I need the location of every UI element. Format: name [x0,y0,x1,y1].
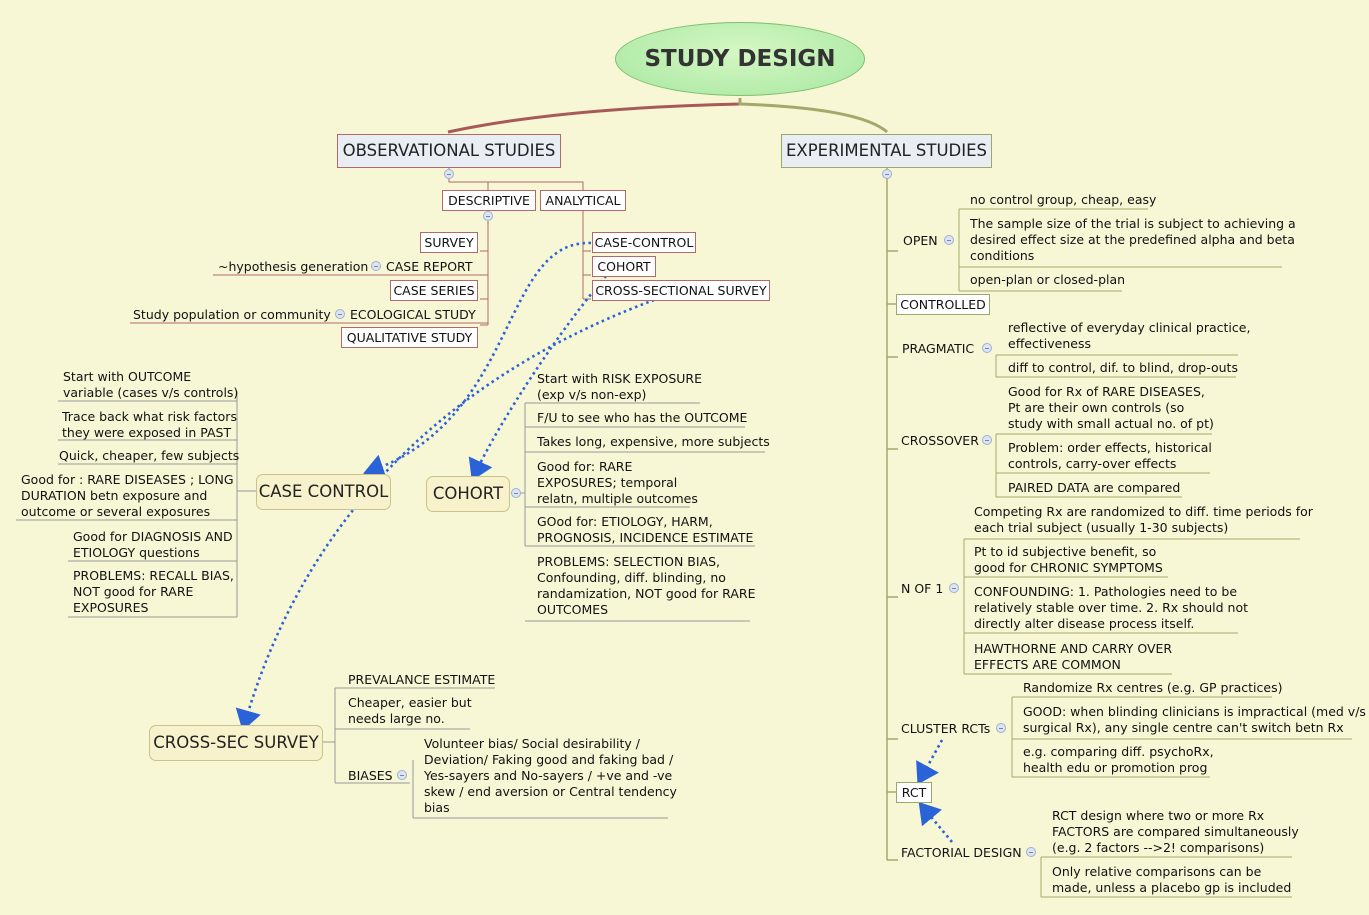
crossover-note: Problem: order effects, historical contr… [1008,440,1212,471]
experimental-studies-topic[interactable]: EXPERIMENTAL STUDIES [781,134,992,168]
collapse-icon[interactable] [882,169,892,179]
cluster-note: GOOD: when blinding clinicians is imprac… [1023,704,1366,735]
case-report-note: ~hypothesis generation [218,259,369,274]
cluster-note: e.g. comparing diff. psychoRx, health ed… [1023,744,1214,775]
survey-topic[interactable]: SURVEY [420,232,478,253]
collapse-icon[interactable] [483,211,493,221]
open-topic[interactable]: OPEN [903,233,938,248]
case-control-note: Start with OUTCOME variable (cases v/s c… [63,369,239,400]
collapse-icon[interactable] [949,583,959,593]
ecological-note: Study population or community [133,307,331,322]
descriptive-topic[interactable]: DESCRIPTIVE [442,190,536,211]
cohort-note: Start with RISK EXPOSURE (exp v/s non-ex… [537,371,702,402]
collapse-icon[interactable] [397,770,407,780]
cohort-note: F/U to see who has the OUTCOME [537,410,748,425]
n-of-1-note: HAWTHORNE AND CARRY OVER EFFECTS ARE COM… [974,641,1173,672]
cross-sec-survey-topic[interactable]: CROSS-SEC SURVEY [149,725,323,761]
factorial-design-topic[interactable]: FACTORIAL DESIGN [901,845,1022,860]
collapse-icon[interactable] [982,435,992,445]
cohort-note: Good for: RARE EXPOSURES; temporal relat… [537,459,698,506]
pragmatic-topic[interactable]: PRAGMATIC [902,341,975,356]
rct-topic[interactable]: RCT [896,782,932,803]
collapse-icon[interactable] [982,343,992,353]
case-control-note: Good for : RARE DISEASES ; LONG DURATION… [21,472,234,519]
pragmatic-note: reflective of everyday clinical practice… [1008,320,1251,351]
case-control-link-topic[interactable]: CASE-CONTROL [592,232,696,253]
cluster-note: Randomize Rx centres (e.g. GP practices) [1023,680,1283,695]
collapse-icon[interactable] [511,488,521,498]
analytical-topic[interactable]: ANALYTICAL [540,190,626,211]
open-note: open-plan or closed-plan [970,272,1126,287]
cross-sec-note: PREVALANCE ESTIMATE [348,672,496,687]
collapse-icon[interactable] [335,309,345,319]
biases-topic[interactable]: BIASES [348,768,393,783]
factorial-note: RCT design where two or more Rx FACTORS … [1052,808,1299,855]
open-note: no control group, cheap, easy [970,192,1157,207]
cohort-link-topic[interactable]: COHORT [592,256,656,277]
biases-note: Volunteer bias/ Social desirability / De… [424,736,677,815]
collapse-icon[interactable] [944,235,954,245]
collapse-icon[interactable] [371,261,381,271]
cluster-rcts-topic[interactable]: CLUSTER RCTs [901,721,991,736]
ecological-study-topic[interactable]: ECOLOGICAL STUDY [350,307,476,322]
cohort-note: PROBLEMS: SELECTION BIAS, Confounding, d… [537,554,756,617]
crossover-note: PAIRED DATA are compared [1008,480,1181,495]
open-note: The sample size of the trial is subject … [970,216,1296,263]
n-of-1-note: Pt to id subjective benefit, so good for… [974,544,1163,575]
case-control-note: Good for DIAGNOSIS AND ETIOLOGY question… [73,529,233,560]
cross-sec-note: Cheaper, easier but needs large no. [348,695,472,726]
n-of-1-note: Competing Rx are randomized to diff. tim… [974,504,1313,535]
factorial-note: Only relative comparisons can be made, u… [1052,864,1292,895]
collapse-icon[interactable] [444,169,454,179]
case-control-note: Quick, cheaper, few subjects [59,448,240,463]
case-report-topic[interactable]: CASE REPORT [386,259,473,274]
qualitative-study-topic[interactable]: QUALITATIVE STUDY [341,327,478,348]
controlled-topic[interactable]: CONTROLLED [896,294,990,315]
case-control-note: Trace back what risk factors they were e… [62,409,237,440]
case-control-topic[interactable]: CASE CONTROL [256,474,391,510]
cohort-note: GOod for: ETIOLOGY, HARM, PROGNOSIS, INC… [537,514,754,545]
case-series-topic[interactable]: CASE SERIES [390,280,478,301]
n-of-1-topic[interactable]: N OF 1 [901,581,944,596]
collapse-icon[interactable] [1026,847,1036,857]
cohort-topic[interactable]: COHORT [426,476,510,512]
cross-sectional-link-topic[interactable]: CROSS-SECTIONAL SURVEY [592,280,770,301]
root-topic[interactable]: STUDY DESIGN [615,22,865,96]
crossover-note: Good for Rx of RARE DISEASES, Pt are the… [1008,384,1214,431]
pragmatic-note: diff to control, dif. to blind, drop-out… [1008,360,1238,375]
observational-studies-topic[interactable]: OBSERVATIONAL STUDIES [337,134,561,168]
case-control-note: PROBLEMS: RECALL BIAS, NOT good for RARE… [73,568,234,615]
crossover-topic[interactable]: CROSSOVER [901,433,979,448]
n-of-1-note: CONFOUNDING: 1. Pathologies need to be r… [974,584,1248,631]
collapse-icon[interactable] [996,723,1006,733]
cohort-note: Takes long, expensive, more subjects [537,434,770,449]
